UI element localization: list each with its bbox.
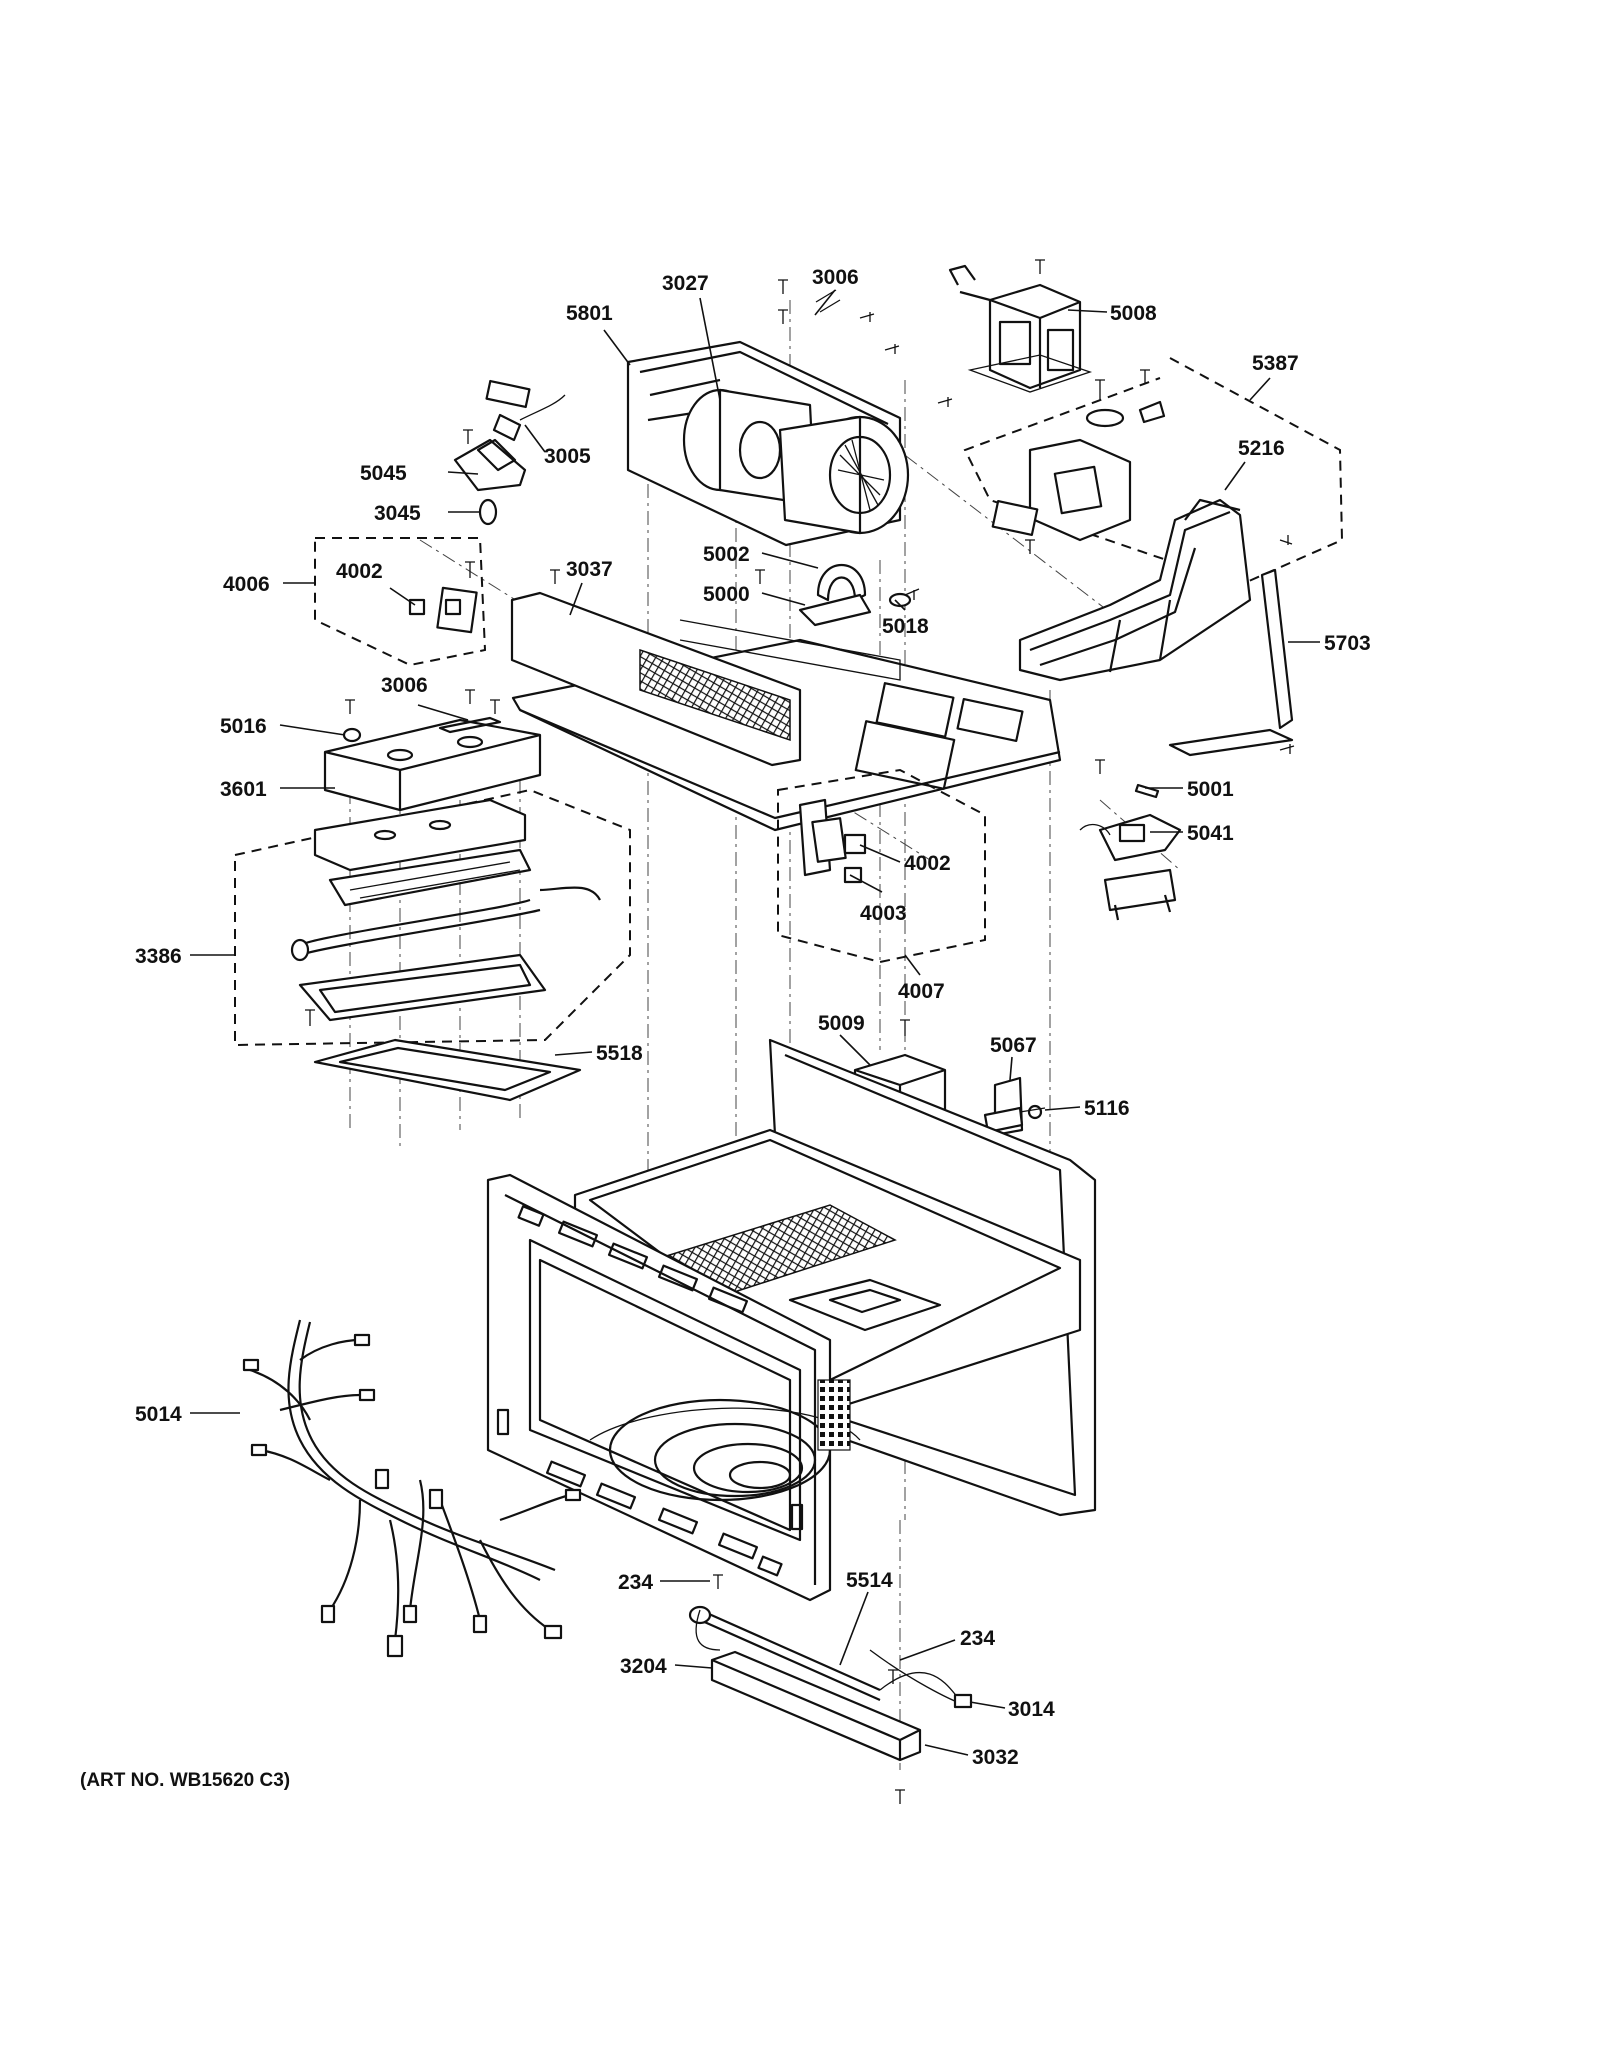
label-5009: 5009 bbox=[818, 1012, 865, 1035]
label-3006: 3006 bbox=[812, 266, 859, 289]
bracket-5067 bbox=[983, 1076, 1046, 1137]
screws-top bbox=[778, 259, 1045, 407]
label-5801: 5801 bbox=[566, 302, 613, 325]
label-4002-lower: 4002 bbox=[904, 852, 951, 875]
label-5016: 5016 bbox=[220, 715, 267, 738]
label-5014: 5014 bbox=[135, 1403, 182, 1426]
label-5002: 5002 bbox=[703, 543, 750, 566]
label-3601: 3601 bbox=[220, 778, 267, 801]
harness-connectors bbox=[242, 1333, 582, 1658]
label-5514: 5514 bbox=[846, 1569, 893, 1592]
label-3032: 3032 bbox=[972, 1746, 1019, 1769]
label-3045: 3045 bbox=[374, 502, 421, 525]
label-3386: 3386 bbox=[135, 945, 182, 968]
label-3204: 3204 bbox=[620, 1655, 667, 1678]
label-234: 234 bbox=[618, 1571, 653, 1594]
duct-5216 bbox=[1018, 498, 1252, 682]
cavity-slots bbox=[517, 1205, 783, 1577]
label-5008: 5008 bbox=[1110, 302, 1157, 325]
label-5018: 5018 bbox=[882, 615, 929, 638]
switch-group-4006 bbox=[314, 537, 487, 667]
heater-cover-3601 bbox=[323, 689, 542, 812]
oven-cavity bbox=[486, 1038, 1097, 1602]
mounting-plate-3037 bbox=[510, 569, 1062, 832]
transformer-5008 bbox=[948, 264, 1093, 393]
label-5216: 5216 bbox=[1238, 437, 1285, 460]
label-3014: 3014 bbox=[1008, 1698, 1055, 1721]
label-5000: 5000 bbox=[703, 583, 750, 606]
sensor-5041 bbox=[1079, 759, 1182, 921]
label-4006: 4006 bbox=[223, 573, 270, 596]
label-5387: 5387 bbox=[1252, 352, 1299, 375]
leader-lines bbox=[190, 289, 1320, 1756]
wire-harness-5014 bbox=[242, 1319, 582, 1658]
label-5045: 5045 bbox=[360, 462, 407, 485]
label-3005: 3005 bbox=[544, 445, 591, 468]
label-3006-heater: 3006 bbox=[381, 674, 428, 697]
label-3037: 3037 bbox=[566, 558, 613, 581]
label-5518: 5518 bbox=[596, 1042, 643, 1065]
heater-assembly-3386 bbox=[234, 788, 631, 1047]
damper-assembly-5387 bbox=[963, 357, 1344, 587]
label-4002: 4002 bbox=[336, 560, 383, 583]
thermal-cutout-3005 bbox=[463, 379, 566, 444]
label-3027: 3027 bbox=[662, 272, 709, 295]
bracket-5703 bbox=[1168, 568, 1295, 757]
blower-motor-3027 bbox=[682, 388, 910, 535]
label-5067: 5067 bbox=[990, 1034, 1037, 1057]
label-5001: 5001 bbox=[1187, 778, 1234, 801]
label-234-right: 234 bbox=[960, 1627, 995, 1650]
part-labels: 3027 3006 5801 5008 5387 3005 5045 3045 … bbox=[135, 266, 1371, 1769]
label-5116: 5116 bbox=[1084, 1097, 1130, 1120]
gasket-5518 bbox=[313, 1038, 582, 1102]
bottom-lamp-assembly bbox=[688, 1574, 973, 1804]
label-5703: 5703 bbox=[1324, 632, 1371, 655]
label-4003: 4003 bbox=[860, 902, 907, 925]
switch-group-4007 bbox=[777, 768, 986, 964]
art-number: (ART NO. WB15620 C3) bbox=[80, 1770, 290, 1791]
base-5045 bbox=[453, 438, 527, 526]
label-5041: 5041 bbox=[1187, 822, 1234, 845]
label-4007: 4007 bbox=[898, 980, 945, 1003]
